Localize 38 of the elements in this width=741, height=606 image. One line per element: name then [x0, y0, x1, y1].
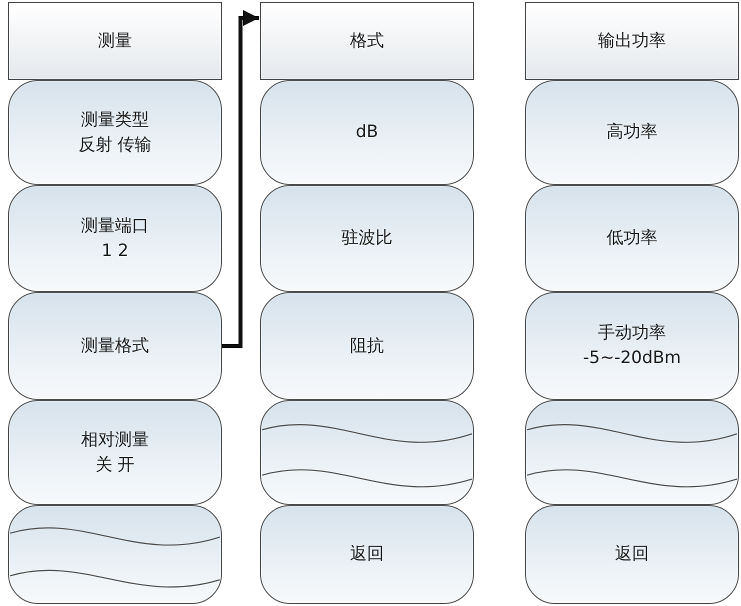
menu-button [525, 400, 739, 505]
button-label: 相对测量 [81, 428, 149, 452]
menu-button [525, 185, 739, 292]
menu-button [260, 292, 474, 400]
menu-button [8, 292, 222, 400]
menu-button [260, 400, 474, 505]
option-label: -5~-20dBm [583, 347, 681, 370]
menu-button [525, 292, 739, 400]
button-label: 返回 [350, 543, 384, 566]
menu-button [260, 185, 474, 292]
button-label: 高功率 [606, 121, 658, 144]
menu-button [260, 80, 474, 185]
option-label: 1 2 [101, 240, 129, 262]
button-label: 测量格式 [81, 334, 149, 358]
menu-button [525, 505, 739, 604]
menu-title: 测量 [98, 30, 132, 53]
menu-header [8, 2, 222, 80]
option-label: 关 开 [95, 454, 135, 476]
button-label: 阻抗 [350, 334, 384, 358]
button-label: 测量类型 [81, 108, 149, 132]
menu-title: 格式 [350, 30, 384, 53]
menu-title: 输出功率 [598, 30, 666, 53]
button-label: 测量端口 [81, 214, 149, 238]
menu-button [8, 400, 222, 505]
button-label: 手动功率 [598, 322, 666, 346]
arrow [222, 10, 259, 348]
button-label: dB [356, 121, 378, 144]
menu-button [525, 80, 739, 185]
menu-header [260, 2, 474, 80]
menu-button [8, 185, 222, 292]
menu-header [525, 2, 739, 80]
button-label: 低功率 [606, 227, 658, 250]
button-label: 驻波比 [342, 227, 392, 250]
menu-button [8, 505, 222, 604]
button-label: 返回 [615, 543, 649, 566]
menu-button [260, 505, 474, 604]
menu-button [8, 80, 222, 185]
option-label: 反射 传输 [78, 134, 152, 156]
